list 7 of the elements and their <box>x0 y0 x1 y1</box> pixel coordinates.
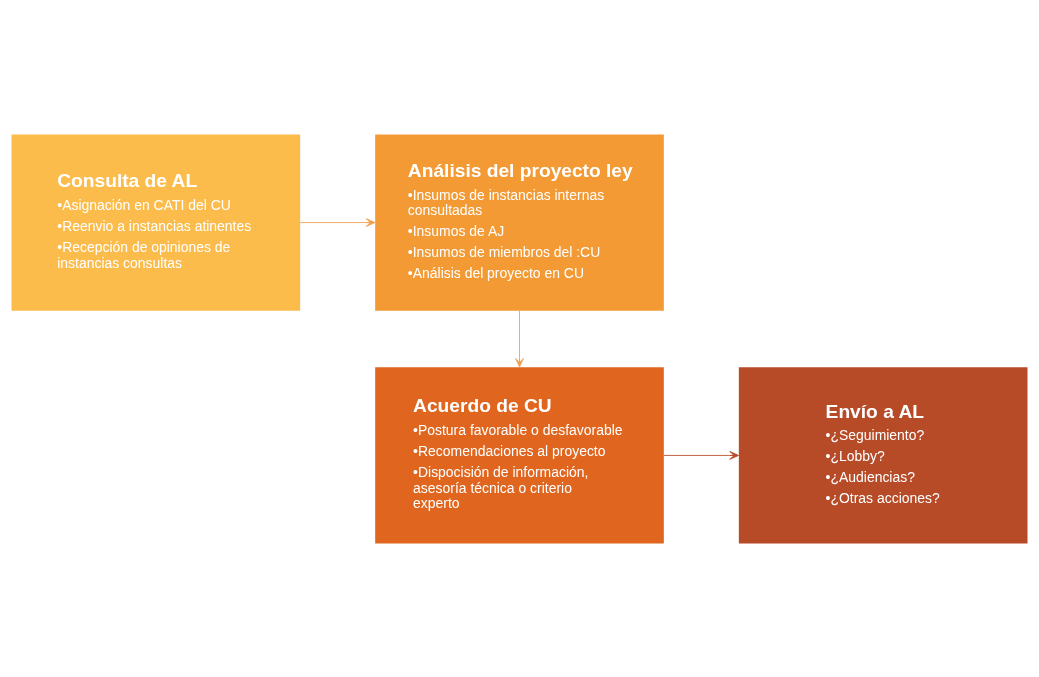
node-box: Consulta de AL •Asignación en CATI del CU •Reenvio a instancias atinentes •Recepción de opiniones de instancias consultas <box>11 134 301 311</box>
node-box: Envío a AL •¿Seguimiento? •¿Lobby? •¿Audiencias? •¿Otras acciones? <box>738 366 1028 543</box>
arrow <box>299 217 376 227</box>
node-box: Acuerdo de CU •Postura favorable o desfavorable •Recomendaciones al proyecto •Dispocisión de información, asesoría técnica o criterio experto <box>375 366 664 543</box>
arrow <box>663 450 739 460</box>
node-box: Análisis del proyecto ley •Insumos de instancias internas consultadas •Insumos de AJ •Insumos de miembros del :CU •Análisis del proyecto en CU <box>375 134 664 311</box>
arrow <box>515 309 524 367</box>
